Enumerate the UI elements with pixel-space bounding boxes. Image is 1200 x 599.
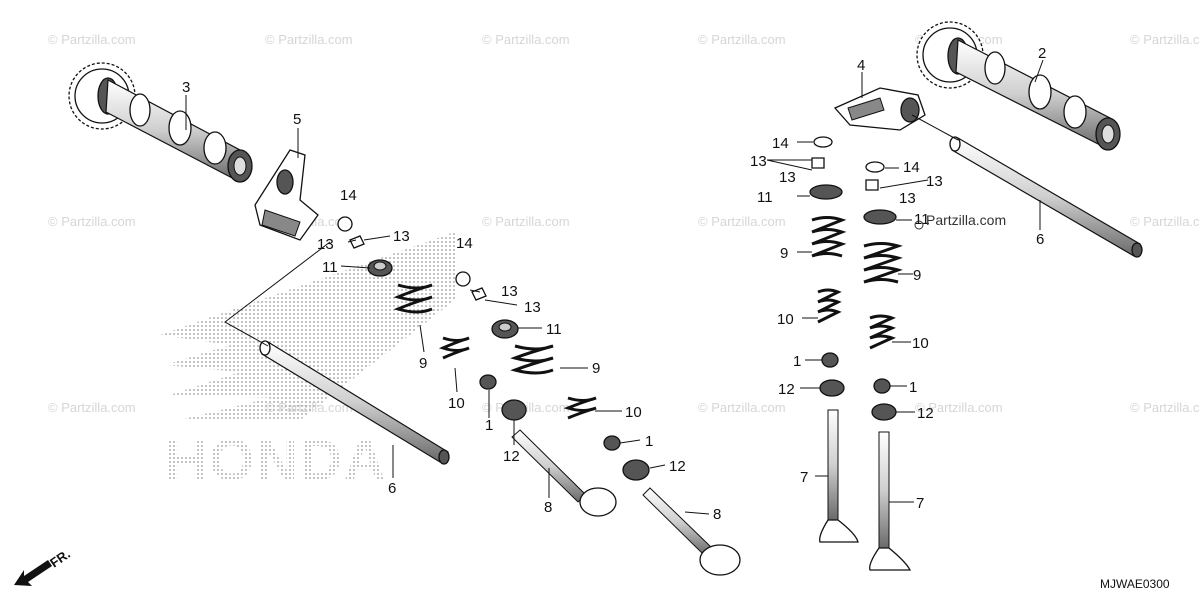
rocker-arm-left[interactable] — [254, 149, 319, 241]
part-number-label[interactable]: 13 — [501, 283, 518, 300]
diagram-code: MJWAE0300 — [1100, 577, 1170, 591]
watermark: © Partzilla.com — [1130, 32, 1200, 47]
watermark: © Partzilla.com — [482, 32, 570, 47]
watermark: © Partzilla.com — [482, 214, 570, 229]
part-number-label[interactable]: 11 — [914, 211, 930, 228]
camshaft-left[interactable] — [68, 62, 253, 183]
rocker-arm-right[interactable] — [833, 87, 926, 131]
part-number-label[interactable]: 1 — [485, 417, 493, 434]
part-number-label[interactable]: 5 — [293, 111, 301, 128]
part-number-label[interactable]: 14 — [772, 135, 789, 152]
part-number-label[interactable]: 9 — [592, 360, 600, 377]
part-number-label[interactable]: 13 — [926, 173, 943, 190]
front-label: FR. — [47, 546, 73, 570]
watermark: © Partzilla.com — [698, 400, 786, 415]
watermark: © Partzilla.com — [48, 214, 136, 229]
part-number-label[interactable]: 13 — [524, 299, 541, 316]
valve-train-left-2[interactable] — [455, 271, 741, 576]
part-number-label[interactable]: 13 — [393, 228, 410, 245]
camshaft-right[interactable] — [916, 21, 1121, 151]
leader-lines — [185, 59, 1044, 515]
part-number-label[interactable]: 13 — [899, 190, 916, 207]
inline-watermark: Partzilla.com — [914, 212, 1006, 230]
watermark: © Partzilla.com — [698, 214, 786, 229]
watermark: © Partzilla.com — [915, 400, 1003, 415]
part-number-label[interactable]: 6 — [1036, 231, 1044, 248]
part-number-label[interactable]: 1 — [793, 353, 801, 370]
part-number-label[interactable]: 12 — [917, 405, 934, 422]
part-number-label[interactable]: 9 — [419, 355, 427, 372]
honda-logo: HONDA — [160, 232, 455, 493]
part-number-label[interactable]: 12 — [503, 448, 520, 465]
watermark: © Partzilla.com — [265, 32, 353, 47]
part-number-label[interactable]: 7 — [916, 495, 924, 512]
valve-train-right-2[interactable] — [863, 161, 912, 571]
part-number-label[interactable]: 11 — [322, 259, 338, 276]
honda-logo-text: HONDA — [165, 428, 388, 493]
front-direction-indicator: FR. — [14, 546, 73, 586]
part-number-label[interactable]: 6 — [388, 480, 396, 497]
part-number-label[interactable]: 12 — [778, 381, 795, 398]
part-number-label[interactable]: 10 — [912, 335, 929, 352]
part-number-label[interactable]: 1 — [909, 379, 917, 396]
part-number-label[interactable]: 7 — [800, 469, 808, 486]
watermark: © Partzilla.com — [48, 32, 136, 47]
part-number-label[interactable]: 12 — [669, 458, 686, 475]
watermark: © Partzilla.com — [1130, 214, 1200, 229]
part-number-label[interactable]: 11 — [546, 321, 562, 338]
valve-train-right-1[interactable] — [809, 136, 859, 543]
rocker-shaft-right[interactable] — [911, 114, 1143, 258]
part-number-label[interactable]: 14 — [903, 159, 920, 176]
part-number-label[interactable]: 14 — [456, 235, 473, 252]
part-number-label[interactable]: 14 — [340, 187, 357, 204]
part-number-label[interactable]: 13 — [779, 169, 796, 186]
front-arrow-icon — [14, 560, 52, 586]
watermark: © Partzilla.com — [698, 32, 786, 47]
part-number-label[interactable]: 13 — [317, 236, 334, 253]
part-number-label[interactable]: 9 — [913, 267, 921, 284]
watermark: © Partzilla.com — [48, 400, 136, 415]
part-number-label[interactable]: 10 — [448, 395, 465, 412]
watermark: Partzilla.com — [926, 212, 1006, 228]
part-number-label[interactable]: 8 — [713, 506, 721, 523]
part-number-label[interactable]: 2 — [1038, 45, 1046, 62]
part-number-label[interactable]: 9 — [780, 245, 788, 262]
leader-line — [224, 241, 331, 347]
leader-line — [911, 114, 959, 141]
part-number-label[interactable]: 11 — [757, 189, 773, 206]
valve-train-left-1[interactable] — [337, 216, 617, 517]
rocker-shaft-left[interactable] — [259, 340, 450, 465]
watermark: © Partzilla.com — [1130, 400, 1200, 415]
part-labels: 3 5 14 13 13 11 14 13 13 11 9 9 10 10 1 … — [182, 45, 1046, 523]
part-number-label[interactable]: 1 — [645, 433, 653, 450]
part-number-label[interactable]: 13 — [750, 153, 767, 170]
part-number-label[interactable]: 4 — [857, 57, 865, 74]
part-number-label[interactable]: 10 — [777, 311, 794, 328]
part-number-label[interactable]: 8 — [544, 499, 552, 516]
part-number-label[interactable]: 10 — [625, 404, 642, 421]
part-number-label[interactable]: 3 — [182, 79, 190, 96]
